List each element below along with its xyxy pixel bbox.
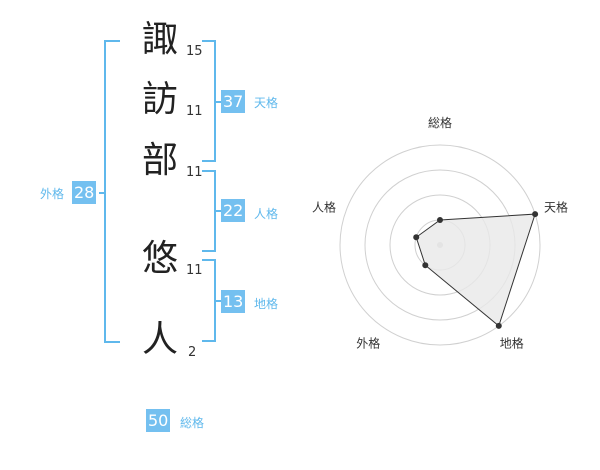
radar-axis-label-3: 地格 [500, 336, 524, 351]
kanji-char-5: 人 [141, 319, 178, 360]
kanji-char-2: 訪 [141, 79, 178, 120]
radar-point-4 [422, 262, 429, 269]
chikaku-label: 地格 [254, 297, 279, 311]
kanji-char-1: 諏 [141, 19, 178, 60]
gaikaku-connector [99, 192, 105, 194]
jinkaku-connector [215, 210, 221, 212]
stroke-count-2: 11 [186, 104, 203, 119]
radar-grid-ring [339, 144, 541, 346]
radar-axis-label-2: 天格 [544, 199, 568, 214]
radar-axis-label-5: 人格 [312, 199, 336, 214]
radar-series-polygon [415, 213, 536, 327]
stroke-count-5: 2 [188, 345, 197, 360]
kanji-char-3: 部 [141, 140, 178, 181]
jinkaku-bracket [202, 170, 216, 252]
radar-axis-label-1: 総格 [428, 115, 452, 130]
soukaku-value: 50 [146, 409, 171, 432]
gaikaku-label: 外格 [40, 187, 65, 201]
tenkaku-label: 天格 [254, 96, 279, 110]
radar-point-5 [413, 234, 420, 241]
jinkaku-label: 人格 [254, 207, 279, 221]
stroke-count-1: 15 [186, 44, 203, 59]
radar-point-1 [437, 217, 443, 223]
chikaku-bracket [202, 259, 216, 342]
tenkaku-value: 37 [221, 90, 246, 113]
kanji-char-4: 悠 [141, 238, 178, 279]
stroke-count-3: 11 [186, 165, 203, 180]
jinkaku-value: 22 [221, 199, 246, 222]
radar-axis-label-4: 外格 [356, 336, 380, 351]
tenkaku-bracket [202, 40, 216, 162]
radar-point-3 [495, 322, 502, 329]
stroke-count-4: 11 [186, 263, 203, 278]
chikaku-value: 13 [221, 290, 246, 313]
soukaku-label: 総格 [180, 416, 205, 430]
radar-point-2 [532, 211, 539, 218]
chikaku-connector [215, 300, 221, 302]
gaikaku-bracket [104, 40, 120, 343]
gaikaku-value: 28 [72, 181, 97, 204]
tenkaku-connector [215, 101, 221, 103]
